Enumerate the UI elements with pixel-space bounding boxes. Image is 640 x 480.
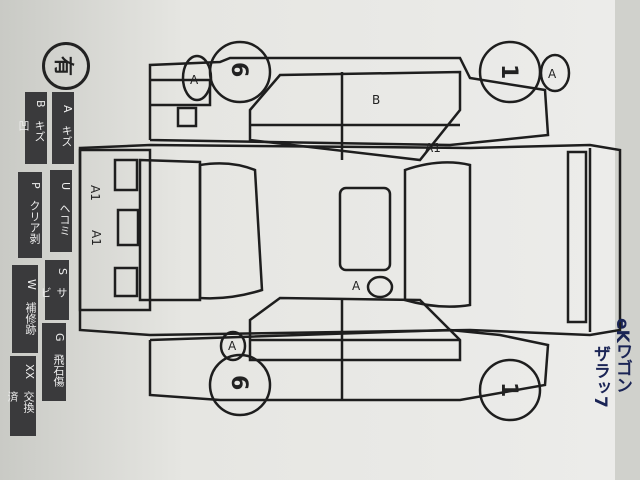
car-top xyxy=(78,143,622,337)
window-bottom xyxy=(248,296,462,362)
mark-circle xyxy=(181,54,213,102)
note-grade: ザラッ7 xyxy=(590,345,610,408)
rear-window xyxy=(198,162,264,300)
car-side-bottom xyxy=(148,328,550,402)
note-model: eKワゴン xyxy=(612,318,632,394)
mark-a1-rear2: A1 xyxy=(89,230,103,246)
mark-a-front: A xyxy=(548,67,557,81)
tire-rear-right xyxy=(208,353,272,417)
tire-fr-number: 1 xyxy=(496,382,521,397)
mark-a1-rear: A1 xyxy=(88,185,102,201)
tire-fl-number: 1 xyxy=(496,64,521,79)
mark-a1-door: A1 xyxy=(425,141,441,155)
windshield xyxy=(403,161,472,308)
mark-a-rear-right: A xyxy=(228,339,237,353)
tire-rr-number: 6 xyxy=(226,375,251,390)
tire-front-right xyxy=(478,358,542,422)
tire-rl-number: 6 xyxy=(226,62,251,77)
sunroof xyxy=(338,186,392,272)
mark-a-rear: A xyxy=(190,73,199,87)
mark-b-door: B xyxy=(372,93,380,107)
car-side-top xyxy=(148,56,550,147)
mark-a-roof: A xyxy=(352,279,361,293)
window-top xyxy=(248,70,462,162)
